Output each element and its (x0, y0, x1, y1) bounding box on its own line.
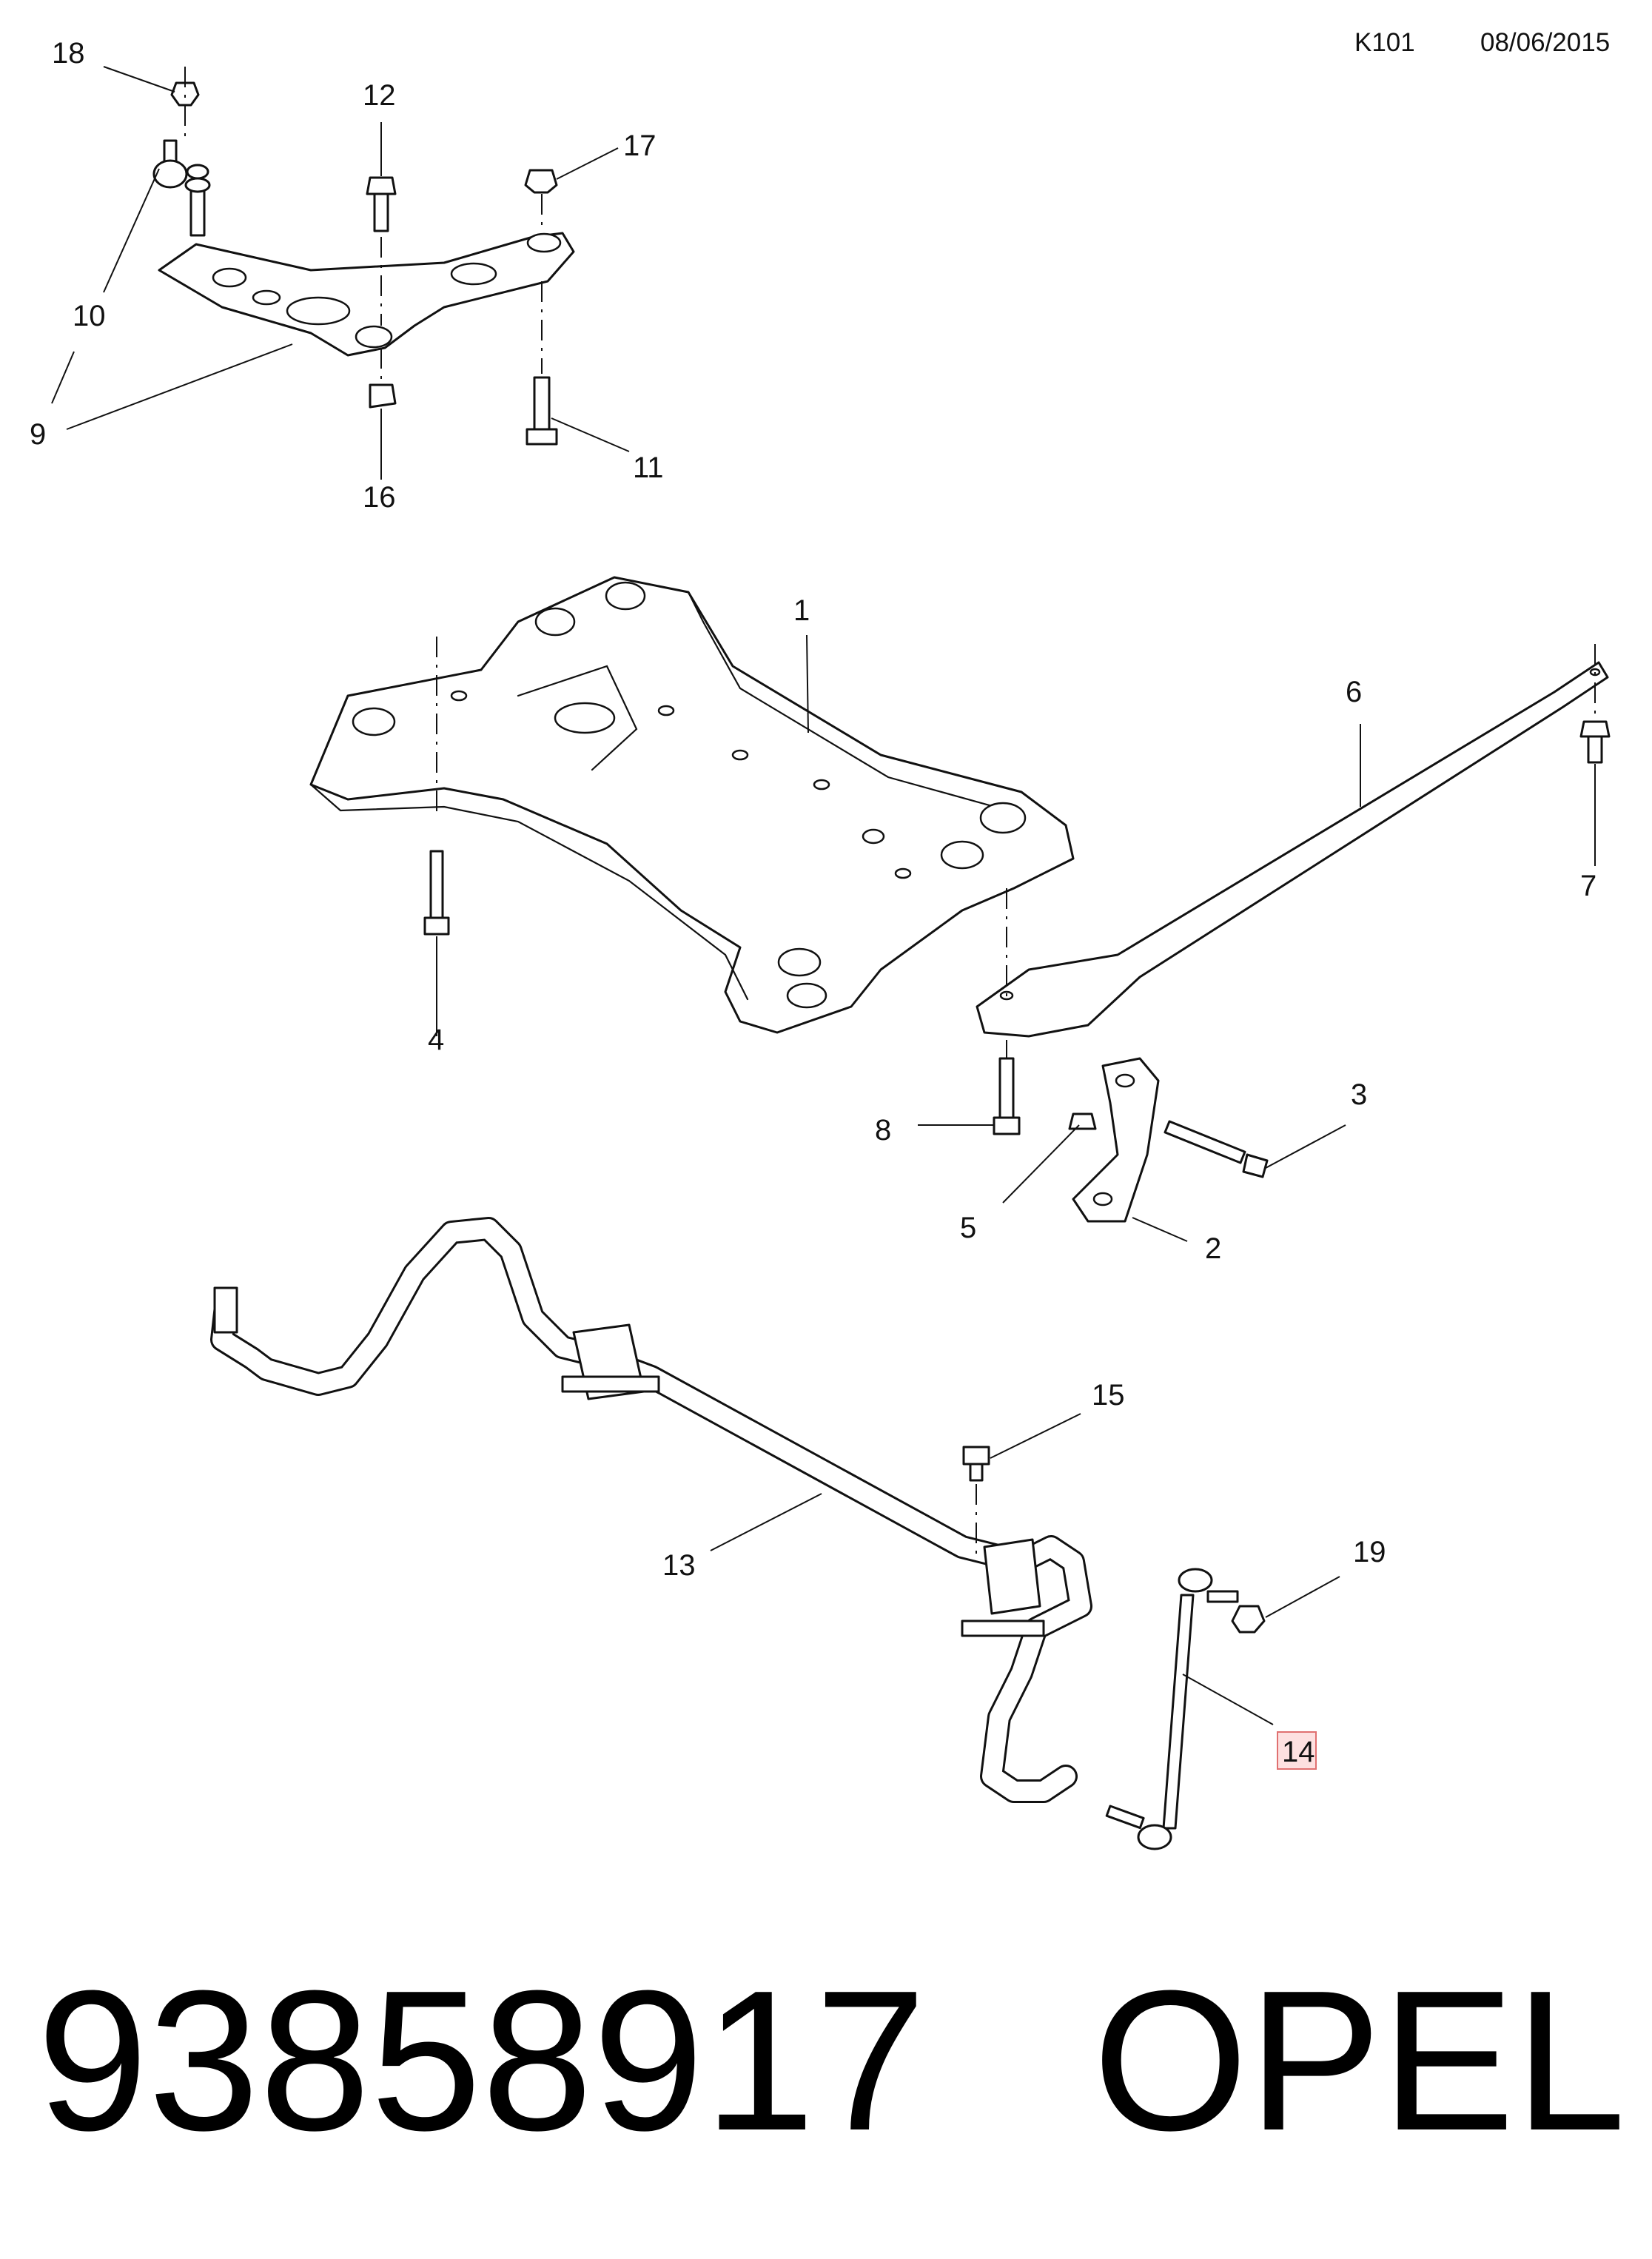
diagram-date: 08/06/2015 (1480, 28, 1611, 57)
bracket-assembly (1068, 1057, 1269, 1223)
arm-bushing (526, 232, 562, 253)
subframe-mount (979, 802, 1027, 834)
bolt-11-shank (533, 376, 551, 438)
bolt-3-head (1242, 1153, 1269, 1178)
ball-joint-bolt (189, 189, 206, 237)
stabilizer-clamp (561, 1375, 660, 1393)
stabilizer-link-assembly (1105, 1568, 1266, 1850)
callout-5: 5 (960, 1212, 976, 1244)
bolt-7-head (1579, 720, 1611, 738)
bolt-7-shank (1587, 735, 1603, 764)
arm-hole (286, 296, 351, 326)
leader-lines (51, 66, 1596, 1725)
subframe-body (309, 576, 1075, 1034)
bolt-15-head (962, 1446, 990, 1466)
ball-joint (152, 159, 188, 189)
arm-hole (450, 262, 497, 286)
ball-joint-washer (184, 177, 211, 193)
callout-19: 19 (1353, 1536, 1386, 1568)
tie-bar (976, 661, 1609, 1038)
ball-joint-nut (186, 164, 209, 180)
nut-19 (1231, 1605, 1266, 1634)
bracket-hole (1092, 1192, 1113, 1206)
subframe-cutout (554, 702, 616, 734)
stabilizer-bar (210, 1217, 1092, 1803)
nut-17 (524, 169, 558, 194)
bolt-11-head (526, 428, 558, 446)
callout-2: 2 (1205, 1232, 1221, 1265)
callout-10: 10 (73, 300, 106, 332)
link-ball-joint-bottom (1137, 1824, 1172, 1850)
callout-14-highlight (1277, 1731, 1317, 1770)
bolt-4-shank (429, 850, 444, 919)
subframe-hole (862, 828, 885, 845)
diagram-code: K101 (1354, 28, 1415, 57)
subframe-hole (813, 779, 830, 791)
part-number: 93858917 (37, 1950, 927, 2172)
subframe-mount (352, 707, 396, 736)
subframe-hole (657, 705, 675, 716)
bolt-8-shank (998, 1057, 1015, 1119)
bolt-8-head (993, 1116, 1021, 1135)
stabilizer-bushing (983, 1538, 1041, 1615)
stabilizer-clamp (961, 1619, 1045, 1637)
arm-hole (252, 289, 281, 306)
tie-bar-assembly (976, 644, 1611, 1135)
callout-17: 17 (623, 130, 657, 162)
subframe-mount (940, 840, 984, 870)
bolt-3-shank (1164, 1120, 1246, 1164)
subframe-hole (450, 690, 468, 702)
callout-4: 4 (428, 1024, 444, 1056)
bolt-12-shank (373, 192, 389, 232)
exploded-diagram: 1 2 3 4 5 6 7 8 9 10 11 12 13 14 15 16 1… (30, 37, 1611, 1850)
link-ball-joint-top (1178, 1568, 1213, 1593)
callout-7: 7 (1580, 870, 1596, 902)
link-stud-bottom (1105, 1805, 1145, 1830)
stabilizer-bar-assembly (210, 1217, 1092, 1803)
callout-18: 18 (52, 37, 85, 70)
nut-18 (170, 81, 200, 107)
bracket-2 (1072, 1057, 1160, 1223)
subframe-mount (605, 581, 646, 611)
bolt-12-head (366, 176, 397, 195)
link-stud-top (1206, 1590, 1239, 1603)
control-arm-assembly (152, 67, 575, 446)
callout-15: 15 (1092, 1379, 1125, 1412)
stabilizer-link (1162, 1594, 1195, 1830)
stabilizer-end (213, 1286, 238, 1334)
part-caption: 93858917 OPEL (37, 1961, 1626, 2161)
stabilizer-bar-core (212, 1219, 1090, 1801)
callout-9: 9 (30, 418, 46, 451)
callout-14: 14 (1282, 1736, 1315, 1768)
subframe-hole (894, 867, 912, 879)
subframe-mount (786, 982, 827, 1009)
callout-1: 1 (793, 594, 810, 627)
subframe-mount (777, 947, 822, 977)
arm-hole (212, 267, 247, 288)
bolt-15-shank (969, 1463, 984, 1482)
subframe-mount (534, 607, 576, 637)
callout-13: 13 (662, 1549, 696, 1582)
callout-6: 6 (1346, 676, 1362, 708)
subframe-hole (731, 749, 749, 761)
nut-5 (1068, 1112, 1097, 1130)
callout-labels: 1 2 3 4 5 6 7 8 9 10 11 12 13 14 15 16 1… (30, 37, 1596, 1770)
callout-8: 8 (875, 1114, 891, 1147)
brand-name: OPEL (1092, 1950, 1626, 2172)
arm-bushing (355, 325, 393, 349)
callout-11: 11 (633, 452, 664, 484)
subframe (309, 576, 1075, 1034)
bolt-4-head (423, 916, 450, 936)
bracket-hole (1115, 1073, 1135, 1088)
callout-16: 16 (363, 481, 396, 514)
nut-16 (369, 383, 397, 409)
callout-12: 12 (363, 79, 396, 112)
callout-3: 3 (1351, 1078, 1367, 1111)
